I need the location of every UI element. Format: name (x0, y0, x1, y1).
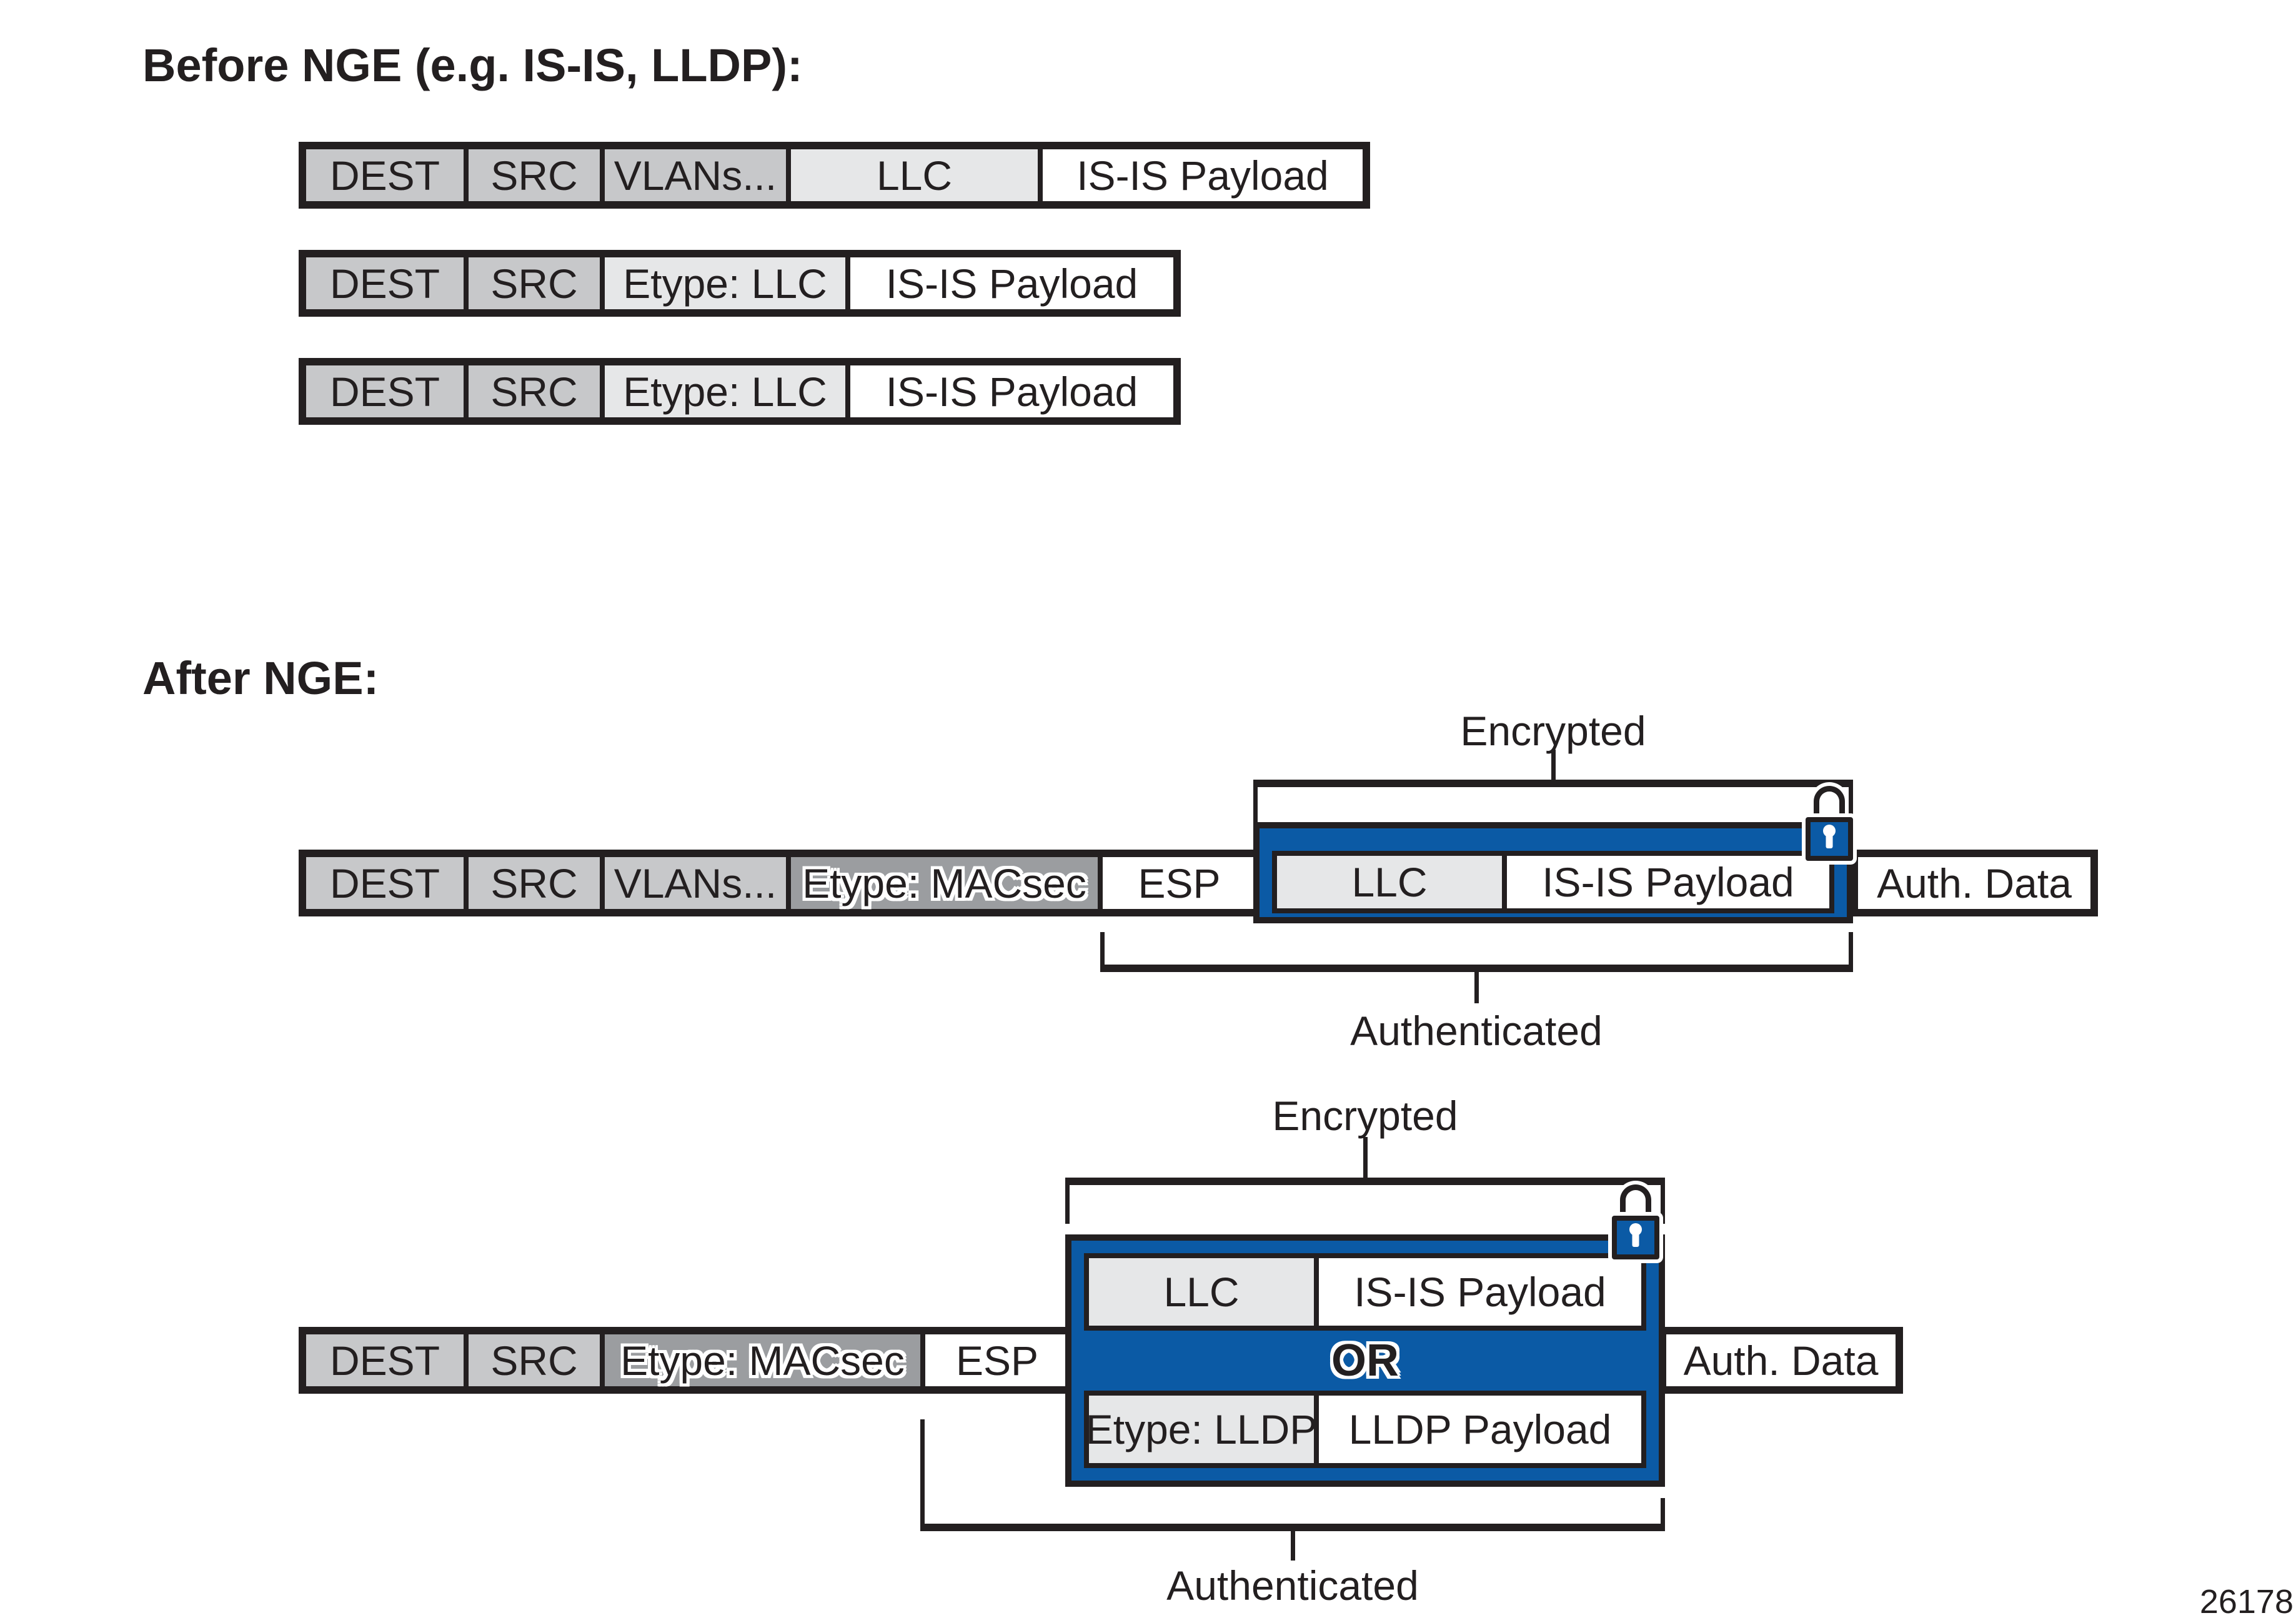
encrypted-bracket-end (1065, 1185, 1070, 1224)
encrypted-bracket-end (1661, 1185, 1665, 1224)
encrypted-fields-strip-bottom: Etype: LLDP LLDP Payload (1084, 1391, 1646, 1468)
encrypted-highlight-box-isis: LLC IS-IS Payload (1253, 822, 1853, 923)
field-isis-payload: IS-IS Payload (1502, 856, 1829, 908)
authenticated-label-lldp: Authenticated (1166, 1562, 1419, 1609)
authenticated-bracket-line (1100, 965, 1853, 972)
field-llc: LLC (1277, 856, 1502, 908)
field-vlans: VLANs... (600, 149, 786, 201)
encrypted-bracket-stem (1551, 750, 1556, 780)
field-src: SRC (464, 257, 600, 309)
field-etype-lldp: Etype: LLDP (1086, 1396, 1317, 1463)
field-dest: DEST (306, 857, 464, 909)
field-llc: LLC (786, 149, 1038, 201)
field-etype-llc: Etype: LLC (600, 257, 845, 309)
figure-number: 26178 (2199, 1583, 2294, 1621)
field-auth-data: Auth. Data (1661, 1334, 1896, 1386)
encrypted-highlight-box-lldp: LLC IS-IS Payload OR Etype: LLDP LLDP Pa… (1065, 1234, 1665, 1487)
before-frame-row-2: DEST SRC Etype: LLC IS-IS Payload (299, 250, 1181, 317)
authenticated-bracket-end (1661, 1498, 1665, 1524)
field-isis-payload: IS-IS Payload (845, 365, 1173, 417)
padlock-icon (1806, 786, 1853, 861)
field-dest: DEST (306, 149, 464, 201)
field-dest: DEST (306, 1334, 464, 1386)
field-isis-payload: IS-IS Payload (845, 257, 1173, 309)
field-dest: DEST (306, 257, 464, 309)
after-isis-frame-row: DEST SRC VLANs... Etype: MACsec ESP Auth… (299, 850, 2098, 916)
or-label: OR (1331, 1336, 1399, 1386)
field-etype-llc: Etype: LLC (600, 365, 845, 417)
field-lldp-payload: LLDP Payload (1314, 1396, 1641, 1463)
padlock-keyhole (1826, 832, 1833, 848)
encrypted-bracket-stem (1363, 1137, 1368, 1178)
padlock-icon (1612, 1184, 1659, 1259)
encrypted-fields-strip-top: LLC IS-IS Payload (1084, 1253, 1646, 1331)
authenticated-bracket-end (1100, 932, 1105, 965)
encrypted-label-lldp: Encrypted (1272, 1093, 1458, 1139)
field-src: SRC (464, 857, 600, 909)
field-isis-payload: IS-IS Payload (1038, 149, 1363, 201)
field-src: SRC (464, 365, 600, 417)
before-section-title: Before NGE (e.g. IS-IS, LLDP): (142, 39, 803, 91)
field-etype-macsec: Etype: MACsec (600, 1334, 920, 1386)
encrypted-bracket-end (1849, 787, 1853, 823)
field-auth-data: Auth. Data (1853, 857, 2090, 909)
encrypted-fields-strip: LLC IS-IS Payload (1272, 851, 1834, 913)
after-section-title: After NGE: (142, 652, 379, 704)
authenticated-bracket-end (1849, 932, 1853, 965)
before-frame-row-3: DEST SRC Etype: LLC IS-IS Payload (299, 358, 1181, 425)
field-esp: ESP (1098, 857, 1256, 909)
field-dest: DEST (306, 365, 464, 417)
field-src: SRC (464, 149, 600, 201)
authenticated-bracket-end (920, 1419, 925, 1524)
encrypted-bracket-line (1253, 780, 1853, 787)
field-vlans: VLANs... (600, 857, 786, 909)
authenticated-label-isis: Authenticated (1350, 1008, 1603, 1054)
encrypted-bracket-end (1253, 787, 1258, 823)
encrypted-label-isis: Encrypted (1460, 708, 1646, 754)
authenticated-bracket-line (920, 1524, 1665, 1531)
before-frame-row-1: DEST SRC VLANs... LLC IS-IS Payload (299, 142, 1370, 209)
field-src: SRC (464, 1334, 600, 1386)
authenticated-bracket-stem (1474, 972, 1479, 1003)
field-etype-macsec: Etype: MACsec (786, 857, 1098, 909)
field-esp: ESP (920, 1334, 1069, 1386)
padlock-keyhole (1632, 1231, 1639, 1247)
field-isis-payload: IS-IS Payload (1314, 1258, 1641, 1326)
encrypted-bracket-line (1065, 1178, 1665, 1185)
field-llc: LLC (1089, 1258, 1314, 1326)
authenticated-bracket-stem (1291, 1531, 1295, 1561)
